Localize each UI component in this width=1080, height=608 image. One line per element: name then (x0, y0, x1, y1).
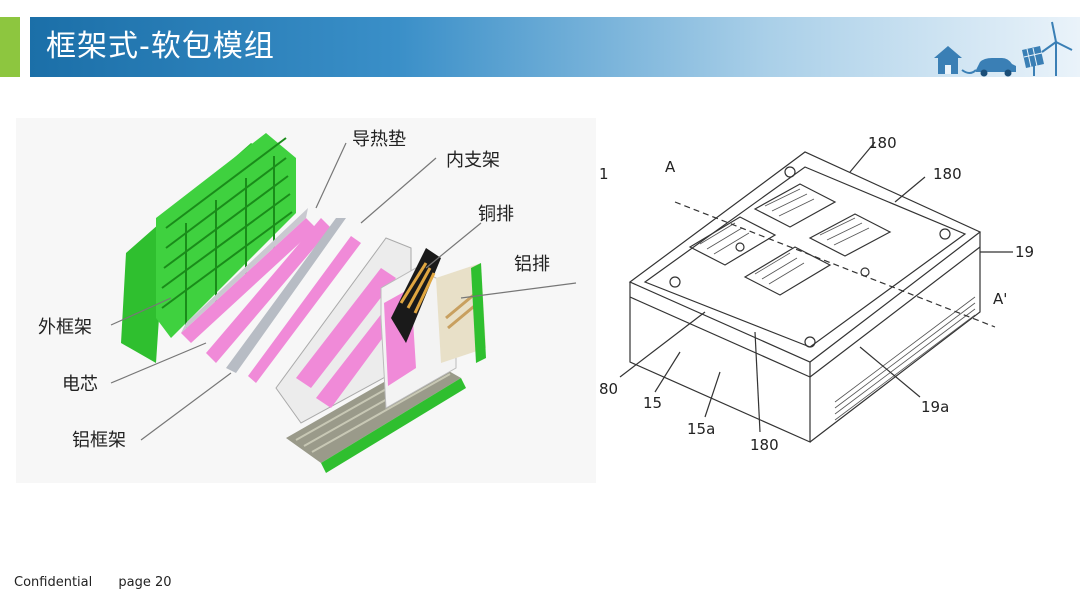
label-ref-19a: 19a (921, 398, 949, 416)
label-inner-bracket: 内支架 (446, 150, 500, 171)
slide-footer: Confidential page 20 (14, 575, 194, 590)
slide-title: 框架式-软包模组 (46, 29, 275, 64)
label-ref-80: 80 (599, 380, 618, 398)
label-ref-15: 15 (643, 394, 662, 412)
cooling-plates (688, 183, 892, 296)
cell-plate-1 (181, 218, 316, 343)
module-top-face (628, 151, 982, 363)
thermal-pad-part (226, 218, 346, 373)
label-ref-180-bottom: 180 (750, 436, 779, 454)
cell-plate-2 (206, 218, 331, 363)
aluminum-busbar-part (436, 263, 486, 363)
copper-busbar-part (391, 248, 441, 343)
label-ref-180-right: 180 (933, 165, 962, 183)
car-icon (976, 58, 1016, 77)
label-section-a-prime: A' (993, 290, 1007, 308)
wind-turbine-icon (1041, 21, 1073, 76)
module-side-face (809, 232, 981, 443)
label-ref-19: 19 (1015, 243, 1034, 261)
patent-drawing-figure: 1 A A' 180 180 19 19a 80 15 15a 180 (599, 134, 1034, 454)
energy-icons (934, 21, 1073, 77)
confidential-label: Confidential (14, 575, 93, 590)
label-thermal-pad: 导热垫 (352, 129, 406, 150)
exploded-module-figure: 导热垫 内支架 铜排 铝排 外框架 电芯 铝框架 (16, 118, 596, 483)
cell-plate-3 (248, 236, 361, 383)
label-outer-frame: 外框架 (38, 317, 92, 338)
label-ref-15a: 15a (687, 420, 715, 438)
label-aluminum-busbar: 铝排 (514, 254, 550, 275)
label-aluminum-frame: 铝框架 (72, 430, 126, 451)
label-copper-busbar: 铜排 (478, 204, 514, 225)
label-cell: 电芯 (62, 374, 98, 395)
outer-frame-part (121, 133, 296, 363)
label-section-a: A (665, 158, 676, 176)
page-number: page 20 (118, 575, 172, 590)
label-ref-180-top: 180 (868, 134, 897, 152)
title-accent-bar (0, 17, 20, 77)
solar-panel-icon (1022, 46, 1044, 76)
house-icon (934, 46, 962, 74)
module-front-face (629, 282, 811, 443)
cell-plate-1-face (181, 208, 308, 333)
title-banner (30, 17, 1080, 77)
label-fig-no: 1 (599, 165, 609, 183)
